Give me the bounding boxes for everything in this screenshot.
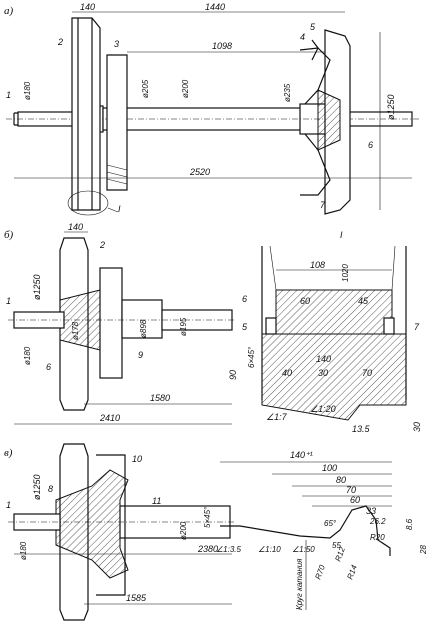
dim-1098: 1098 bbox=[212, 41, 232, 51]
part-6-detail: 6 bbox=[242, 294, 247, 304]
dim-140-plus1: 140⁺¹ bbox=[290, 450, 313, 460]
part-5-a: 5 bbox=[310, 22, 316, 32]
panel-c: в) ø1250 ø180 ø200 2380 1585 1 8 10 11 bbox=[4, 443, 235, 621]
part-1-a: 1 bbox=[6, 90, 11, 100]
detail-circle-I bbox=[67, 190, 109, 216]
part-2-a: 2 bbox=[57, 37, 63, 47]
dim-60: 60 bbox=[300, 296, 310, 306]
dim-d1250-a: ø1250 bbox=[386, 94, 396, 120]
part-6-a: 6 bbox=[368, 140, 373, 150]
part-2-b: 2 bbox=[99, 240, 105, 250]
gear-c bbox=[96, 454, 126, 596]
dim-28: 28 bbox=[419, 545, 428, 555]
part-6-b: 6 bbox=[46, 362, 51, 372]
dim-26-2: 26.2 bbox=[369, 517, 386, 526]
dim-R20: R20 bbox=[370, 533, 385, 542]
panel-b-label: б) bbox=[4, 229, 14, 241]
detail-tyre-section bbox=[261, 333, 407, 421]
dim-taper-1-7: ∠1:7 bbox=[266, 412, 288, 422]
dim-d235: ø235 bbox=[283, 83, 292, 102]
dim-taper-1-10: ∠1:10 bbox=[258, 545, 281, 554]
dim-d200-c: ø200 bbox=[179, 521, 188, 540]
dim-2380: 2380 bbox=[197, 544, 218, 554]
dim-30-detail: 30 bbox=[318, 368, 328, 378]
dim-45: 45 bbox=[358, 296, 369, 306]
dim-R14: R14 bbox=[345, 563, 359, 580]
wheel-c-hub-section bbox=[55, 469, 129, 579]
panel-a: а) 140 1440 1098 ø180 ø205 ø200 ø235 ø12… bbox=[4, 2, 420, 216]
part-4-a: 4 bbox=[300, 32, 305, 42]
dim-taper-1-20: ∠1:20 bbox=[310, 404, 336, 414]
dim-70: 70 bbox=[362, 368, 372, 378]
dim-80: 80 bbox=[336, 475, 346, 485]
detail-rim-section bbox=[275, 289, 393, 335]
dim-40: 40 bbox=[282, 368, 292, 378]
profile-outline bbox=[220, 505, 391, 556]
part-3-a: 3 bbox=[114, 39, 119, 49]
dim-d178: ø178 bbox=[71, 321, 80, 340]
dim-2410: 2410 bbox=[99, 413, 120, 423]
dim-90: 90 bbox=[228, 370, 238, 380]
detail-I: I 108 1020 60 45 140 40 30 70 90 30 13.5… bbox=[228, 230, 422, 434]
dim-d180-b: ø180 bbox=[23, 346, 32, 365]
dim-d1250-c: ø1250 bbox=[32, 474, 42, 500]
gear-b bbox=[99, 267, 123, 379]
axle-b-hub bbox=[121, 299, 163, 339]
part-1-b: 1 bbox=[6, 296, 11, 306]
dim-d1250-b: ø1250 bbox=[32, 274, 42, 300]
dim-taper-1-3-5: ∠1:3.5 bbox=[216, 545, 242, 554]
dim-30-side: 30 bbox=[412, 422, 422, 432]
dim-2520: 2520 bbox=[189, 167, 210, 177]
part-7-detail: 7 bbox=[414, 322, 420, 332]
dim-d898: ø898 bbox=[139, 319, 148, 338]
dim-13-5: 13.5 bbox=[352, 424, 371, 434]
dim-1585: 1585 bbox=[126, 593, 147, 603]
dim-1580: 1580 bbox=[150, 393, 170, 403]
part-5-detail: 5 bbox=[242, 322, 248, 332]
panel-a-label: а) bbox=[4, 5, 14, 17]
dim-chamfer-5x45: 5×45° bbox=[203, 506, 212, 528]
dim-33: 33 bbox=[366, 506, 376, 516]
part-1-c: 1 bbox=[6, 500, 11, 510]
dim-100: 100 bbox=[322, 463, 337, 473]
dim-55: 55 bbox=[332, 541, 341, 550]
dim-140-b: 140 bbox=[68, 222, 83, 232]
dim-1020: 1020 bbox=[341, 264, 350, 282]
dim-108: 108 bbox=[310, 260, 325, 270]
dim-d200: ø200 bbox=[181, 79, 190, 98]
dim-140-a: 140 bbox=[80, 2, 95, 12]
panel-b: б) 140 ø1250 ø178 ø180 ø898 ø195 1580 24… bbox=[4, 222, 235, 425]
part-8-c: 8 bbox=[48, 484, 53, 494]
retaining-ring-left bbox=[265, 317, 277, 335]
part-I-a: I bbox=[118, 204, 121, 214]
part-11-c: 11 bbox=[152, 496, 161, 506]
wheel-left bbox=[71, 17, 101, 211]
detail-I-label: I bbox=[340, 230, 343, 240]
dim-140-detail: 140 bbox=[316, 354, 331, 364]
dim-angle-65: 65° bbox=[324, 519, 337, 528]
retaining-ring-right bbox=[383, 317, 395, 335]
wheel-profile: 140⁺¹ 100 80 70 60 33 26.2 8.6 28 5×45° … bbox=[203, 450, 428, 610]
dim-70-profile: 70 bbox=[346, 485, 356, 495]
dim-R70: R70 bbox=[313, 563, 327, 580]
gear-wheel bbox=[106, 54, 128, 191]
dim-d180-a: ø180 bbox=[23, 81, 32, 100]
part-9-b: 9 bbox=[138, 350, 143, 360]
part-7-a: 7 bbox=[320, 200, 326, 210]
dim-d180-c: ø180 bbox=[19, 541, 28, 560]
dim-taper-1-50: ∠1:50 bbox=[292, 545, 315, 554]
dim-d195: ø195 bbox=[179, 317, 188, 336]
wheel-right-hub-section bbox=[317, 89, 341, 151]
dim-chamfer-6x45: 6×45° bbox=[247, 346, 256, 368]
panel-c-label: в) bbox=[4, 447, 13, 459]
dim-1440: 1440 bbox=[205, 2, 225, 12]
rolling-circle-label: Круг катания bbox=[295, 558, 304, 610]
dim-8-6: 8.6 bbox=[405, 518, 414, 530]
dim-60-profile: 60 bbox=[350, 495, 360, 505]
part-10-c: 10 bbox=[132, 454, 142, 464]
dim-d205: ø205 bbox=[141, 79, 150, 98]
